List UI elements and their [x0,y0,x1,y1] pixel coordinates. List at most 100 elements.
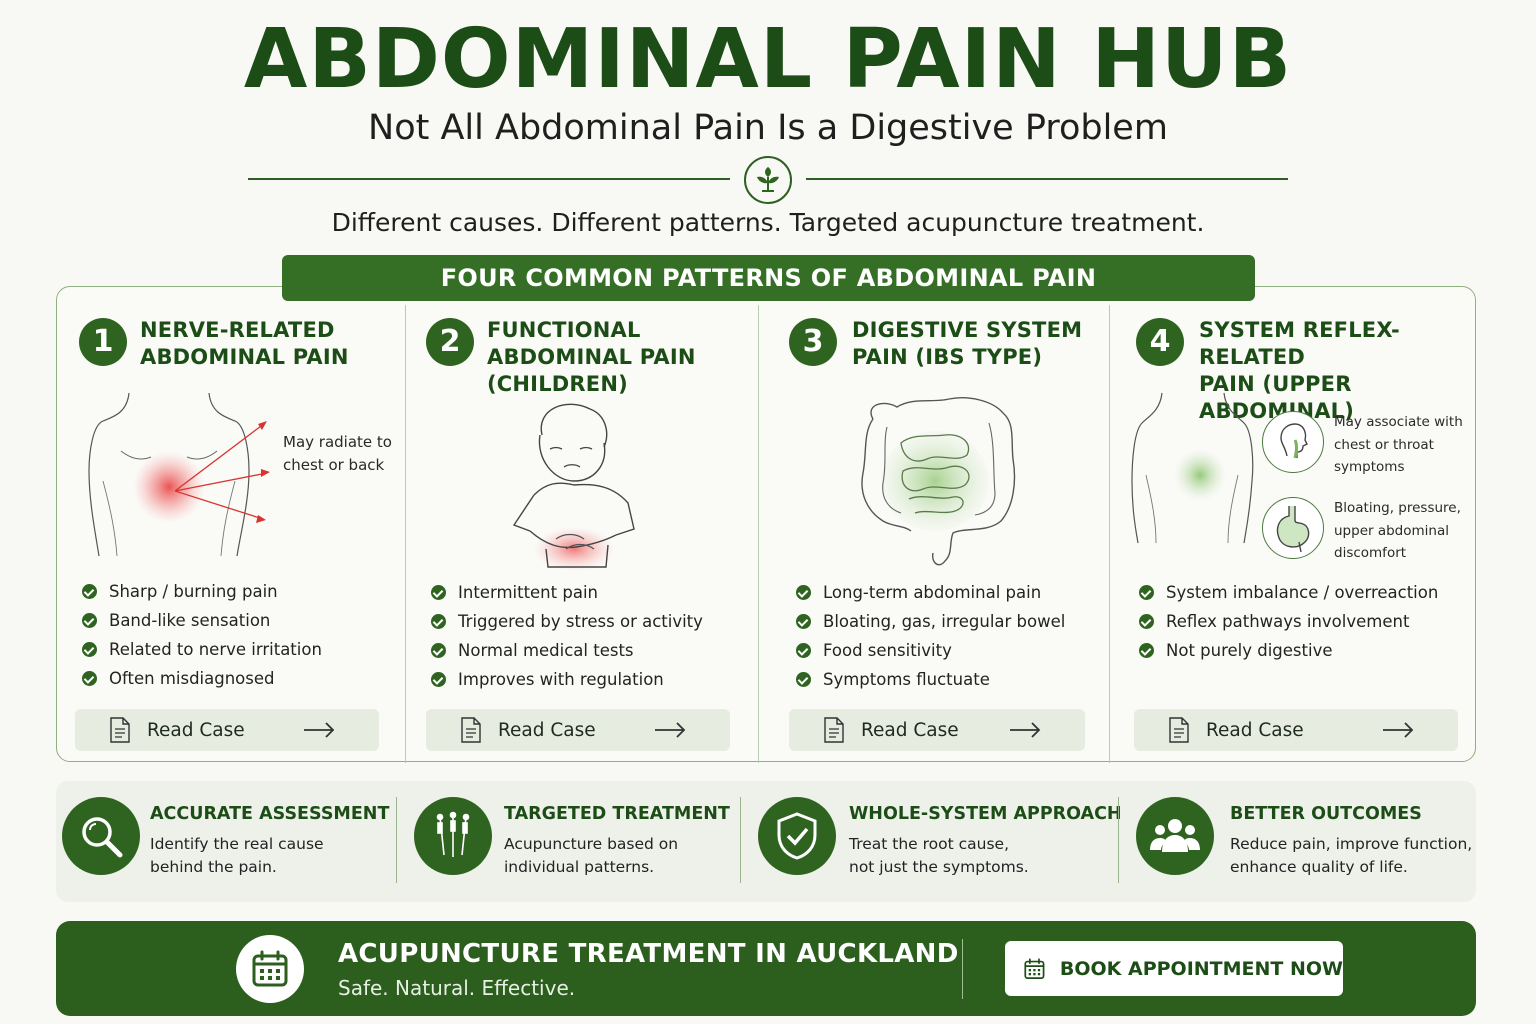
check-icon [1139,614,1154,629]
magnifier-icon [62,797,140,875]
calendar-icon [236,935,304,1003]
symptom-item: Improves with regulation [424,665,703,694]
pattern-card-digestive: 3 DIGESTIVE SYSTEM PAIN (IBS TYPE) [759,287,1109,761]
symptom-item: System imbalance / overreaction [1132,578,1438,607]
throat-icon [1262,411,1324,473]
pattern-number: 1 [79,318,127,366]
radiate-note: May radiate to chest or back [283,433,392,474]
symptom-item: Long-term abdominal pain [789,578,1065,607]
symptom-item: Not purely digestive [1132,636,1438,665]
check-icon [82,584,97,599]
symptom-item: Bloating, gas, irregular bowel [789,607,1065,636]
symptom-item: Intermittent pain [424,578,703,607]
check-icon [82,671,97,686]
pattern-card-functional: 2 FUNCTIONAL ABDOMINAL PAIN (CHILDREN) [406,287,758,761]
cta-title: ACUPUNCTURE TREATMENT IN AUCKLAND [338,939,959,969]
check-icon [431,585,446,600]
symptom-item: Sharp / burning pain [75,577,322,606]
stomach-note: Bloating, pressure, upper abdominal disc… [1334,500,1461,561]
document-icon [824,717,844,743]
column-divider [1109,305,1110,763]
cta-bar: ACUPUNCTURE TREATMENT IN AUCKLAND Safe. … [56,921,1476,1016]
pattern-title: DIGESTIVE SYSTEM PAIN (IBS TYPE) [852,318,1083,369]
calendar-icon [1024,957,1045,979]
symptom-list: Sharp / burning pain Band-like sensation… [75,577,322,693]
symptom-list: System imbalance / overreaction Reflex p… [1132,578,1438,665]
check-icon [431,643,446,658]
book-appointment-button[interactable]: BOOK APPOINTMENT NOW [1005,941,1343,996]
document-icon [1169,717,1189,743]
symptom-item: Normal medical tests [424,636,703,665]
feature-title: BETTER OUTCOMES [1230,804,1422,824]
check-icon [1139,643,1154,658]
divider-right [806,178,1288,180]
page-title: ABDOMINAL PAIN HUB [243,12,1293,107]
pattern-title: NERVE-RELATED ABDOMINAL PAIN [140,318,349,369]
shield-check-icon [758,797,836,875]
arrow-right-icon [1010,722,1041,738]
throat-note: May associate with chest or throat sympt… [1334,414,1463,475]
divider-left [248,178,730,180]
symptom-item: Triggered by stress or activity [424,607,703,636]
feature-description: Identify the real cause behind the pain. [150,835,324,876]
check-icon [82,613,97,628]
symptom-item: Food sensitivity [789,636,1065,665]
feature-description: Treat the root cause, not just the sympt… [849,835,1029,876]
arrow-right-icon [655,722,686,738]
read-case-button[interactable]: Read Case [1134,709,1458,751]
intestines-illustration [861,397,1016,566]
symptom-item: Reflex pathways involvement [1132,607,1438,636]
pattern-title: FUNCTIONAL ABDOMINAL PAIN (CHILDREN) [487,318,696,396]
arrow-right-icon [304,722,335,738]
upper-torso-illustration [1131,392,1254,544]
check-icon [796,614,811,629]
check-icon [796,585,811,600]
needles-icon [414,797,492,875]
torso-pain-illustration [88,392,250,557]
feature-title: TARGETED TREATMENT [504,804,730,824]
symptom-item: Related to nerve irritation [75,635,322,664]
features-strip: ACCURATE ASSESSMENT Identify the real ca… [56,781,1476,902]
column-divider [405,305,406,763]
feature-divider [740,797,741,883]
pattern-card-nerve: 1 NERVE-RELATED ABDOMINAL PAIN [57,287,405,761]
check-icon [796,643,811,658]
pattern-number: 3 [789,318,837,366]
feature-description: Reduce pain, improve function, enhance q… [1230,835,1473,876]
symptom-item: Band-like sensation [75,606,322,635]
column-divider [758,305,759,763]
feature-divider [1118,797,1119,883]
check-icon [431,672,446,687]
radiating-arrows [175,421,270,523]
pattern-number: 2 [426,318,474,366]
check-icon [796,672,811,687]
symptom-item: Symptoms fluctuate [789,665,1065,694]
read-case-button[interactable]: Read Case [426,709,730,751]
check-icon [82,642,97,657]
symptom-list: Long-term abdominal pain Bloating, gas, … [789,578,1065,694]
read-case-button[interactable]: Read Case [75,709,379,751]
document-icon [110,717,130,743]
patterns-panel: 1 NERVE-RELATED ABDOMINAL PAIN [56,286,1476,763]
stomach-icon [1262,497,1324,559]
cta-divider [962,939,963,999]
cta-subtitle: Safe. Natural. Effective. [338,976,576,1000]
pattern-number: 4 [1136,318,1184,366]
section-banner: FOUR COMMON PATTERNS OF ABDOMINAL PAIN [282,255,1255,301]
feature-description: Acupuncture based on individual patterns… [504,835,679,876]
tagline: Different causes. Different patterns. Ta… [331,208,1205,237]
check-icon [431,614,446,629]
document-icon [461,717,481,743]
leaf-icon [744,156,792,204]
feature-divider [396,797,397,883]
page-subtitle: Not All Abdominal Pain Is a Digestive Pr… [368,108,1168,148]
arrow-right-icon [1383,722,1414,738]
check-icon [1139,585,1154,600]
feature-title: ACCURATE ASSESSMENT [150,804,390,824]
pattern-title: SYSTEM REFLEX-RELATED PAIN (UPPER ABDOMI… [1199,318,1400,423]
feature-title: WHOLE-SYSTEM APPROACH [849,804,1122,824]
child-pain-illustration [512,403,635,571]
symptom-list: Intermittent pain Triggered by stress or… [424,578,703,694]
people-icon [1136,797,1214,875]
read-case-button[interactable]: Read Case [789,709,1085,751]
